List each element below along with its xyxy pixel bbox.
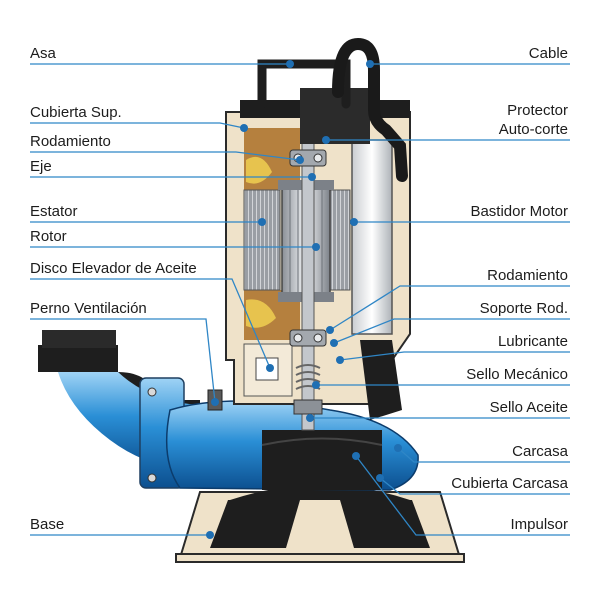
leader-impeller (355, 455, 570, 536)
label-shaft: Eje (30, 158, 52, 175)
leader-dots (206, 60, 402, 539)
dot-base (206, 531, 214, 539)
dot-casing-cover (376, 474, 384, 482)
dot-bearing-lower (326, 326, 334, 334)
dot-vent-bolt (211, 398, 219, 406)
label-oil-seal: Sello Aceite (490, 399, 568, 416)
dot-stator (258, 218, 266, 226)
label-bearing-lower: Rodamiento (487, 267, 568, 284)
label-base: Base (30, 516, 64, 533)
leader-lubricant (339, 351, 570, 361)
label-oil-lifter: Disco Elevador de Aceite (30, 260, 197, 277)
label-cable: Cable (529, 45, 568, 62)
discharge-elbow (38, 330, 200, 489)
dot-top-cover (240, 124, 248, 132)
dot-handle (286, 60, 294, 68)
base-stand (175, 485, 465, 563)
dot-cable (366, 60, 374, 68)
leader-oil-lifter (30, 278, 271, 369)
label-mech-seal: Sello Mecánico (466, 366, 568, 383)
dot-bearing-support (330, 339, 338, 347)
label-impeller: Impulsor (510, 516, 568, 533)
label-bearing-support: Soporte Rod. (480, 300, 568, 317)
leader-top-cover (30, 122, 245, 129)
motor-body (207, 88, 411, 431)
leader-bearing-lower (329, 285, 570, 331)
dot-oil-lifter (266, 364, 274, 372)
leader-bearing-upper (30, 151, 301, 161)
label-top-cover: Cubierta Sup. (30, 104, 122, 121)
leader-vent-bolt (30, 318, 216, 403)
dot-protector (322, 136, 330, 144)
label-casing-cover: Cubierta Carcasa (451, 475, 568, 492)
labels-left: Asa Cubierta Sup. Rodamiento Eje Estator… (30, 45, 197, 533)
label-rotor: Rotor (30, 228, 67, 245)
label-handle: Asa (30, 45, 57, 62)
leader-casing-cover (379, 477, 570, 495)
dot-casing (394, 444, 402, 452)
label-casing: Carcasa (512, 443, 569, 460)
leader-casing (397, 447, 570, 463)
leader-lines (30, 63, 570, 536)
label-stator: Estator (30, 203, 78, 220)
dot-bearing-upper (296, 156, 304, 164)
label-bearing-upper: Rodamiento (30, 133, 111, 150)
cable (332, 37, 408, 182)
label-vent-bolt: Perno Ventilación (30, 300, 147, 317)
dot-lubricant (336, 356, 344, 364)
leader-bearing-support (333, 318, 570, 344)
dot-motor-frame (350, 218, 358, 226)
handle (257, 59, 351, 109)
volute-casing (165, 400, 419, 491)
label-protector-line2: Auto-corte (499, 121, 568, 138)
label-motor-frame: Bastidor Motor (470, 203, 568, 220)
dot-mech-seal (312, 381, 320, 389)
labels-right: Cable Protector Auto-corte Bastidor Moto… (451, 45, 568, 533)
dot-shaft (308, 173, 316, 181)
dot-oil-seal (306, 414, 314, 422)
dot-rotor (312, 243, 320, 251)
label-protector-line1: Protector (507, 102, 568, 119)
label-lubricant: Lubricante (498, 333, 568, 350)
dot-impeller (352, 452, 360, 460)
